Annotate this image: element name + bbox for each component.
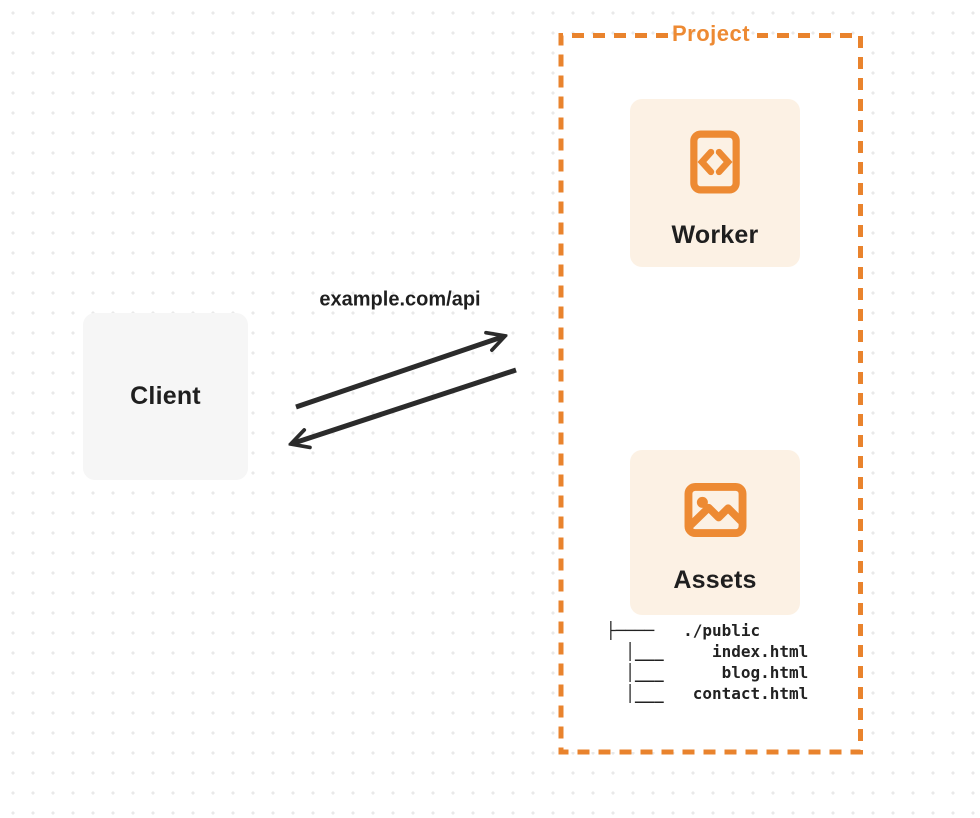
worker-node: Worker — [630, 99, 800, 267]
response-arrow — [294, 367, 517, 443]
code-document-icon — [688, 127, 742, 197]
image-icon — [684, 481, 747, 538]
worker-label: Worker — [671, 221, 759, 249]
request-arrow — [295, 337, 502, 410]
file-tree-item-contact: │___ contact.html — [606, 684, 809, 703]
client-label: Client — [130, 382, 201, 410]
client-node: Client — [83, 313, 248, 480]
assets-node: Assets — [630, 450, 800, 615]
file-tree-item-index: │___ index.html — [606, 642, 809, 661]
assets-label: Assets — [673, 566, 757, 594]
project-group-label: Project — [671, 20, 751, 46]
file-tree-root: ├──── ./public — [606, 621, 761, 640]
file-tree-item-blog: │___ blog.html — [606, 663, 809, 682]
request-url-label: example.com/api — [319, 288, 481, 311]
assets-file-tree: ├──── ./public │___ index.html │___ blog… — [606, 620, 808, 704]
